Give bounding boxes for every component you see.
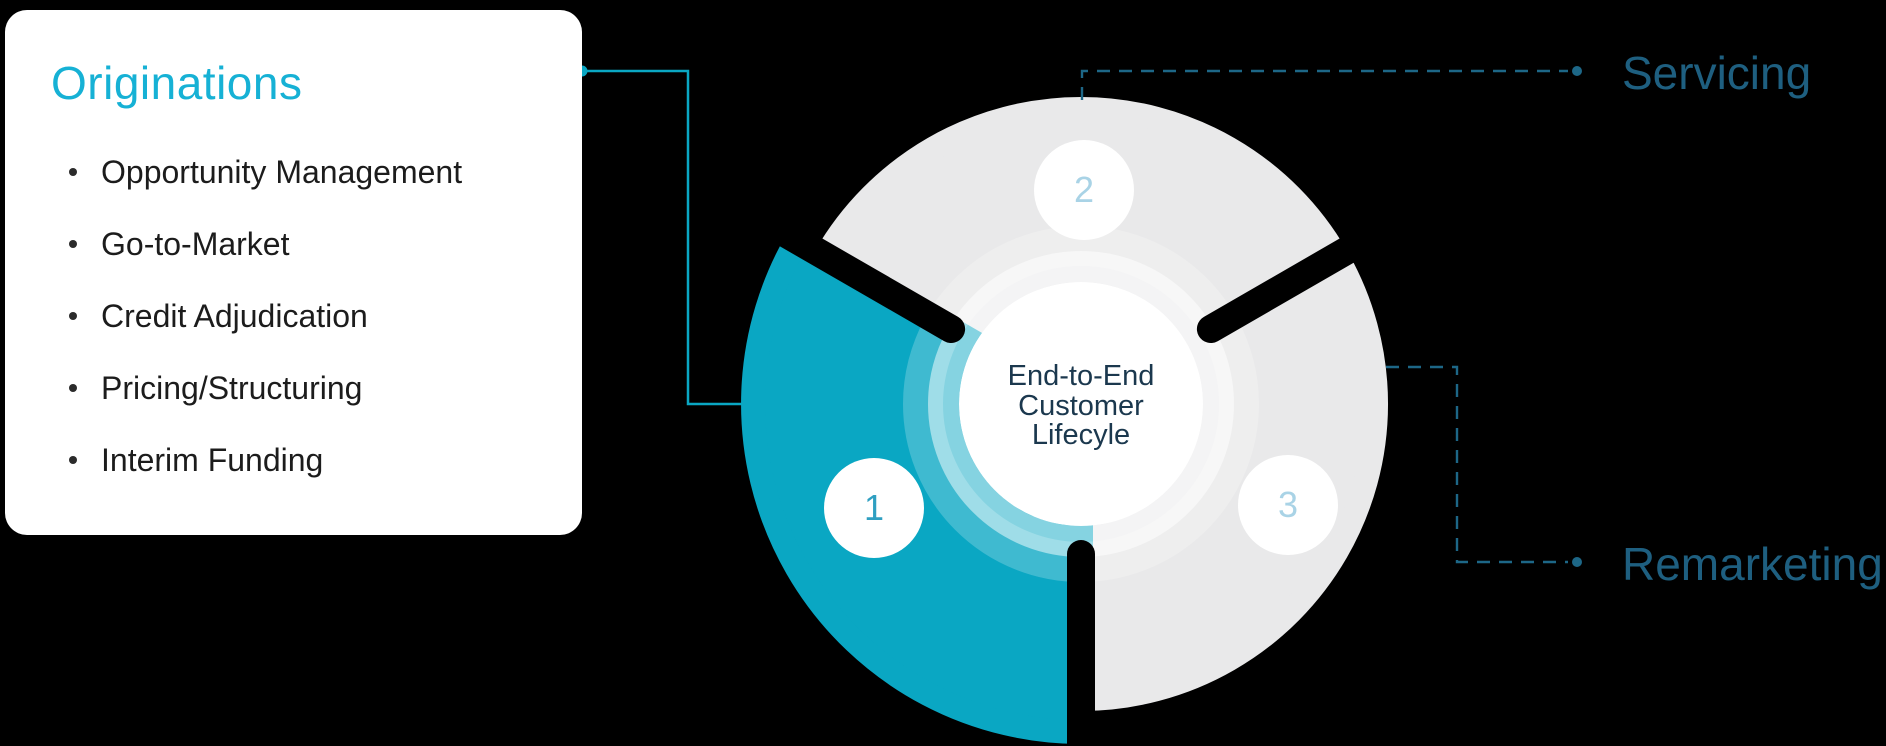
card-title: Originations <box>51 57 303 109</box>
hub-label: End-to-End Customer Lifecyle <box>961 360 1201 451</box>
originations-list: Opportunity Management Go-to-Market Cred… <box>69 152 462 512</box>
list-item-label: Go-to-Market <box>101 226 290 262</box>
hub-label-line-3: Lifecyle <box>1031 419 1131 451</box>
hub-label-line-2: Customer <box>1018 389 1144 422</box>
list-item-label: Credit Adjudication <box>101 298 368 334</box>
bullet-icon <box>69 168 77 176</box>
bullet-icon <box>69 384 77 392</box>
originations-card: Originations Opportunity Management Go-t… <box>5 10 582 535</box>
list-item-label: Interim Funding <box>101 442 324 478</box>
originations-connector-line <box>582 69 745 406</box>
list-item: Opportunity Management <box>69 152 462 192</box>
servicing-connector-line <box>1080 69 1568 100</box>
step-badge-2: 2 <box>1034 140 1134 240</box>
bullet-icon <box>69 456 77 464</box>
step-number-2: 2 <box>1073 169 1095 210</box>
bullet-icon <box>69 312 77 320</box>
hub-circle <box>959 282 1203 526</box>
hub-label-line-1: End-to-End <box>1007 360 1155 392</box>
step-badge-1: 1 <box>824 458 924 558</box>
bullet-icon <box>69 240 77 248</box>
remarketing-connector-line <box>1386 365 1568 564</box>
list-item-label: Opportunity Management <box>101 154 463 190</box>
segment-gaps <box>720 190 1442 746</box>
remarketing-connector-dot <box>1572 557 1582 567</box>
step-badge-3: 3 <box>1238 455 1338 555</box>
remarketing-label: Remarketing <box>1622 538 1883 590</box>
servicing-connector-dot <box>1572 66 1582 76</box>
list-item: Pricing/Structuring <box>69 368 462 408</box>
step-number-1: 1 <box>863 487 885 528</box>
list-item: Interim Funding <box>69 440 462 480</box>
list-item-label: Pricing/Structuring <box>101 370 363 406</box>
list-item: Credit Adjudication <box>69 296 462 336</box>
list-item: Go-to-Market <box>69 224 462 264</box>
step-number-3: 3 <box>1277 484 1299 525</box>
servicing-label: Servicing <box>1622 47 1812 99</box>
